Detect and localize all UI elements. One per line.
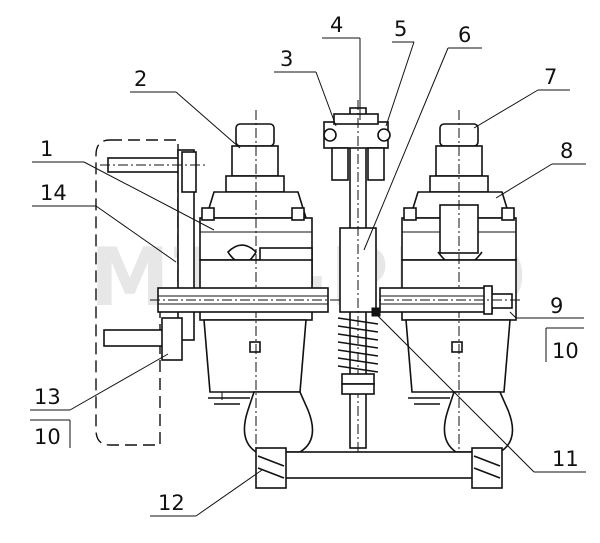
central-rod: [323, 100, 391, 460]
callout-11: 11: [552, 447, 579, 471]
callout-10-left: 10: [34, 425, 61, 449]
callout-3: 3: [280, 47, 293, 71]
left-valve: [199, 110, 314, 470]
callout-12: 12: [158, 491, 185, 515]
callout-4: 4: [330, 13, 343, 37]
callout-13: 13: [34, 385, 61, 409]
bottom-link: [255, 447, 503, 489]
callout-14: 14: [40, 181, 67, 205]
callout-2: 2: [134, 67, 147, 91]
callout-10-right: 10: [552, 339, 579, 363]
callout-labels: 1 2 3 4 5 6 7 8 9 10 11 12 13 10 14: [34, 13, 579, 515]
callout-9: 9: [550, 294, 563, 318]
callout-8: 8: [560, 139, 573, 163]
left-bracket: [100, 149, 205, 361]
housing-outline: [95, 139, 179, 446]
callout-7: 7: [544, 65, 557, 89]
main-shaft: [150, 285, 520, 315]
leader-lines: [30, 37, 586, 517]
callout-6: 6: [458, 23, 471, 47]
callout-5: 5: [394, 17, 407, 41]
callout-1: 1: [40, 137, 53, 161]
